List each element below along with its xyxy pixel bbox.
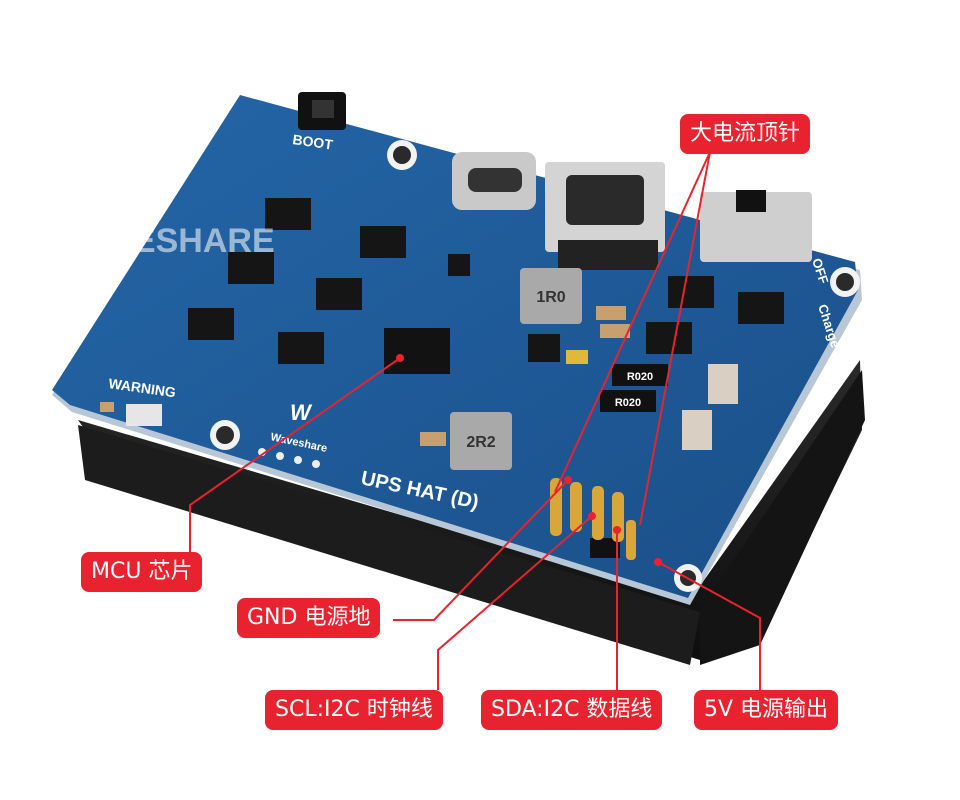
leader-dots [396,354,662,566]
inductors: 1R0 2R2 [450,268,582,470]
resistor-label-2: R020 [615,397,641,409]
svg-text:W: W [290,400,313,425]
warning-led [100,402,162,426]
resistor-label-1: R020 [627,371,653,383]
pogo-pin-connector [550,478,636,560]
callout-5v: 5V 电源输出 [694,690,839,730]
usb-a-port [545,162,665,270]
power-switch [700,190,812,262]
boot-button [298,92,346,130]
mounting-holes [210,140,860,592]
shunt-resistors: R020 R020 [600,364,668,412]
inductor-label-1: 1R0 [536,289,565,306]
callout-sda: SDA:I2C 数据线 [481,690,663,730]
callout-gnd: GND 电源地 [237,598,381,638]
ic-chips [188,198,784,364]
leader-lines [189,151,761,690]
battery-case [78,360,865,665]
inductor-label-2: 2R2 [466,434,495,451]
capacitors [420,306,738,450]
brand-logo-icon: W [290,400,313,425]
usb-c-port [452,152,536,210]
boot-label: BOOT [292,131,335,153]
watermark-text: WAVESHARE [58,222,275,260]
callout-pogo-pins: 大电流顶针 [680,114,811,154]
mcu-chip [384,328,450,374]
callout-scl: SCL:I2C 时钟线 [265,690,443,730]
callout-mcu: MCU 芯片 [81,552,203,592]
